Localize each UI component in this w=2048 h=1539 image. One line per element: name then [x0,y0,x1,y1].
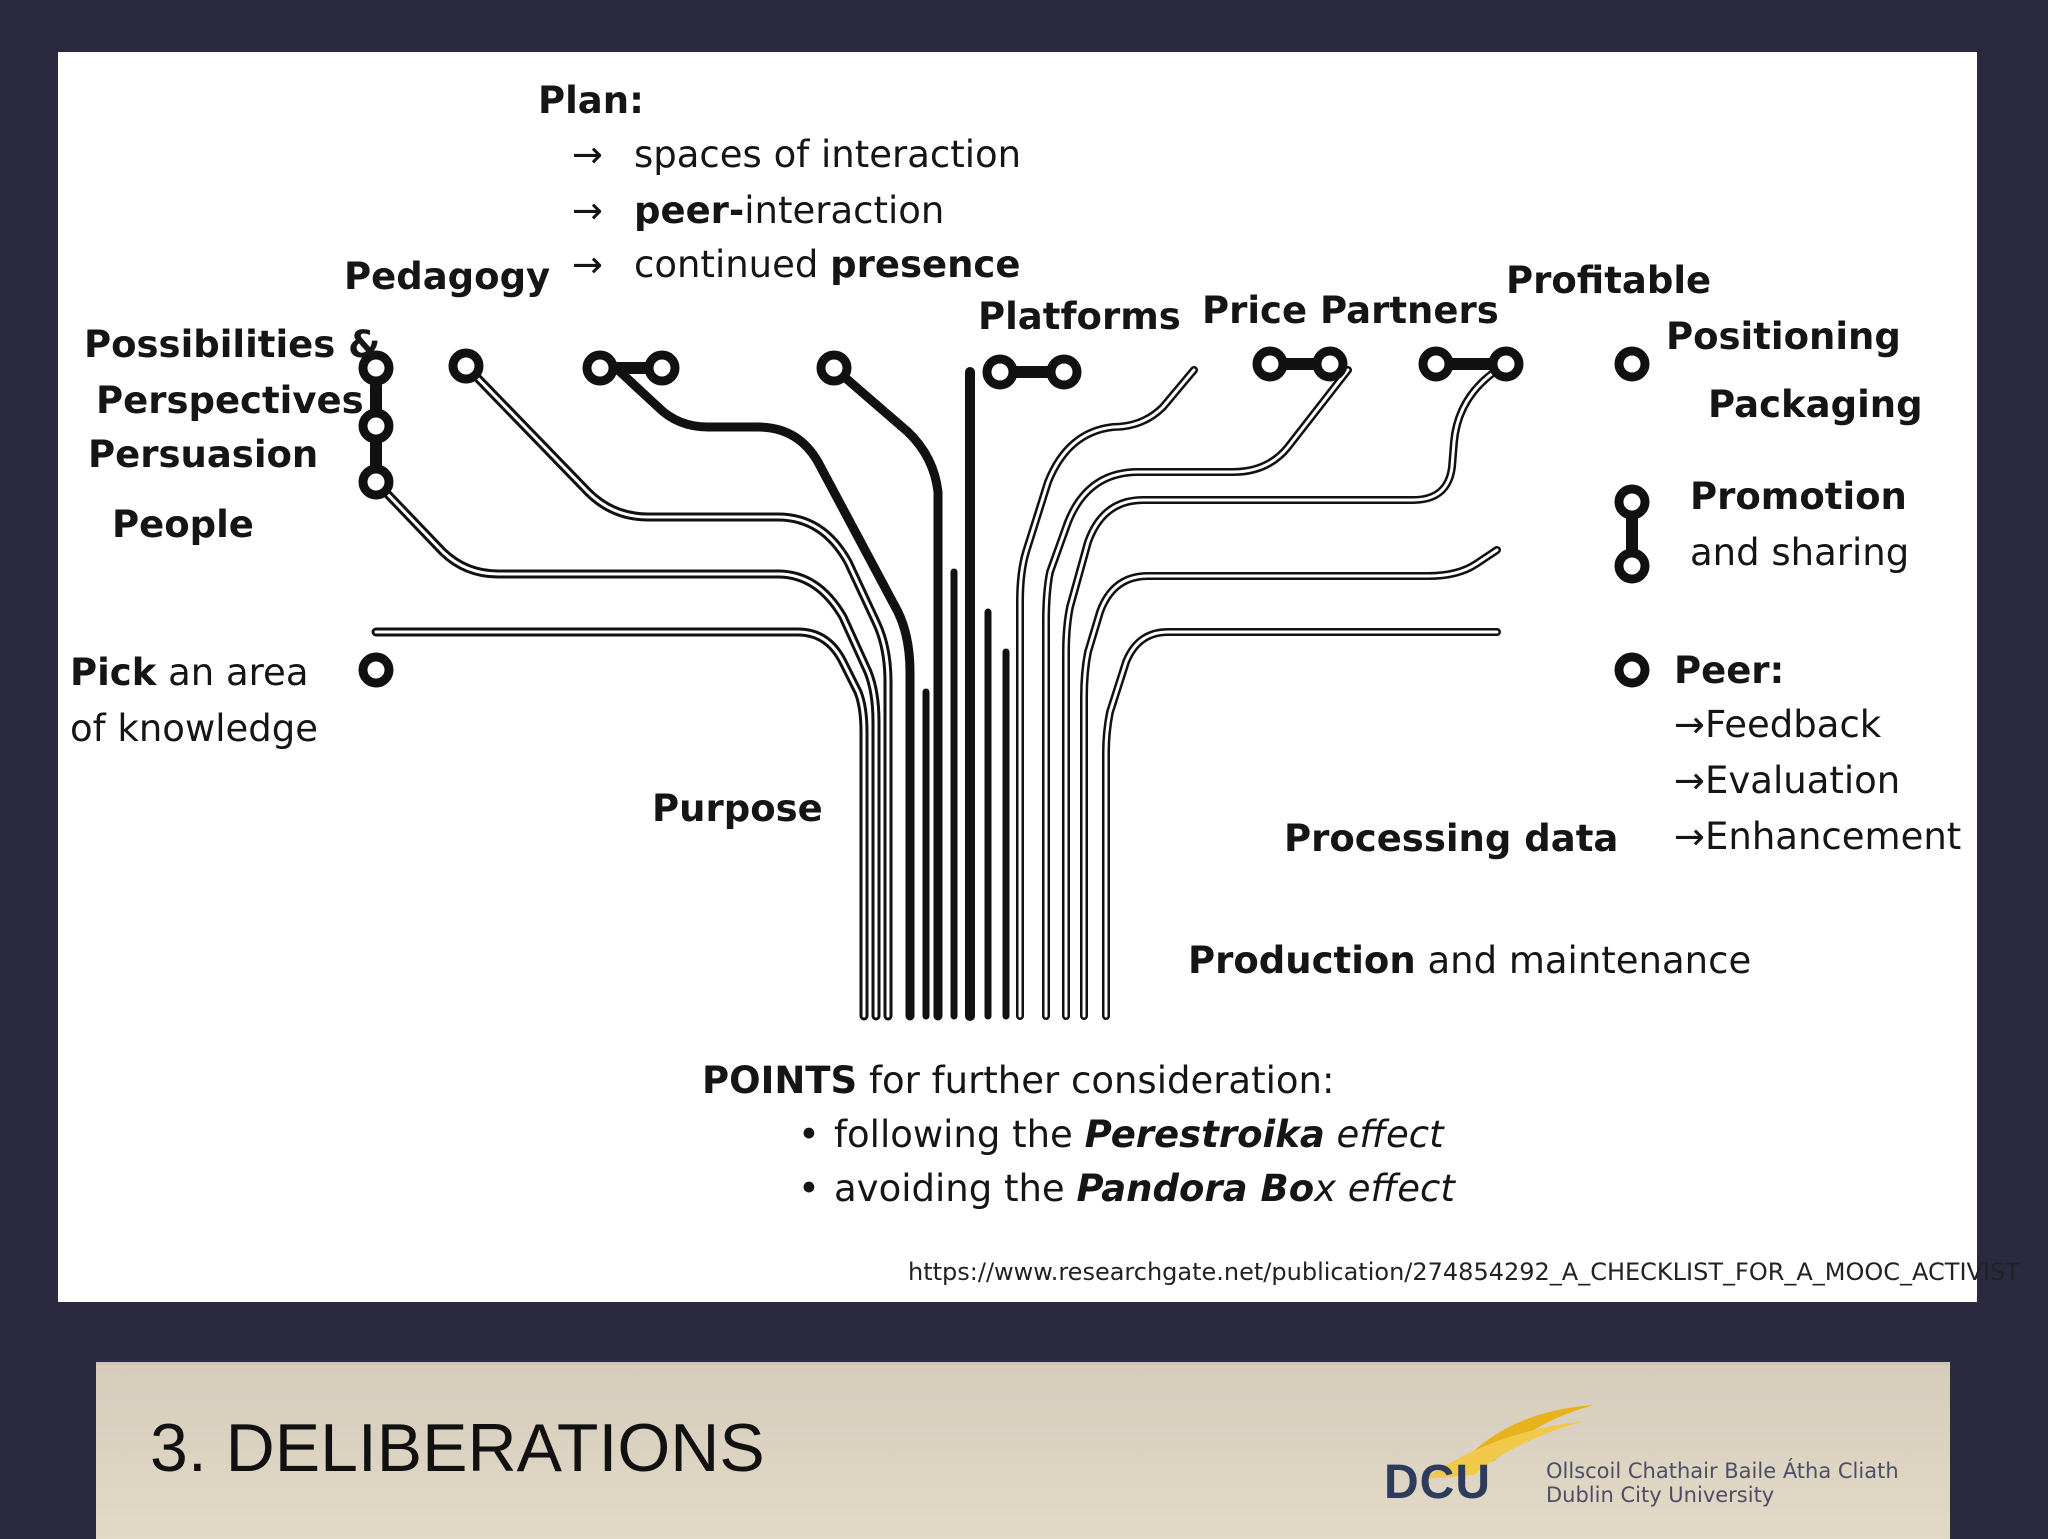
peer-title: Peer: [1674,649,1785,692]
arrow-icon: → [1674,815,1706,858]
wire-pedagogy [461,361,893,1021]
points-title: POINTS for further consideration: [702,1059,1335,1102]
node-possibilities-3 [358,464,394,500]
wire-partners [1042,366,1352,1020]
points-item-2: •avoiding the Pandora Box effect [798,1166,1455,1212]
label-pick: Pick an area [70,651,309,694]
label-profitable: Profitable [1506,259,1712,302]
node-promotion-2 [1614,548,1650,584]
plan-title: Plan: [538,79,644,122]
node-plan-3 [816,350,852,386]
source-url: https://www.researchgate.net/publication… [908,1258,2020,1286]
bullet-icon: • [798,1167,820,1210]
label-price: Price [1202,289,1308,332]
node-pick [358,652,394,688]
label-pick-line2: of knowledge [70,707,318,750]
peer-item-3: →Enhancement [1674,815,1962,858]
circuit-tree-diagram [358,346,1650,1021]
node-price-2 [1312,346,1348,382]
footer-bar: 3. DELIBERATIONS DCU Ollscoil Chathair B… [96,1362,1950,1539]
node-platforms-1 [982,354,1018,390]
plan-item-2: →peer-interaction [572,188,944,234]
peer-item-1: →Feedback [1674,703,1882,746]
arrow-icon: → [572,189,604,232]
node-plan-1 [582,350,618,386]
plan-item-3: →continued presence [572,242,1020,288]
node-peer [1614,652,1650,688]
label-partners: Partners [1320,289,1499,332]
node-partners-1 [1418,346,1454,382]
label-packaging: Packaging [1708,383,1923,426]
label-perspectives: Perspectives [96,379,364,422]
logo-swoosh-lower [1424,1421,1584,1479]
label-promotion: Promotion [1690,475,1907,518]
dcu-logo-swoosh-icon [1424,1405,1594,1479]
node-positioning [1614,346,1650,382]
node-platforms-2 [1046,354,1082,390]
peer-item-2: →Evaluation [1674,759,1901,802]
label-possibilities: Possibilities & [84,323,381,366]
wire-possibilities [371,477,881,1021]
wire-plan-1 [611,363,915,1021]
label-people: People [112,503,254,546]
dcu-logo-letters: DCU [1384,1456,1491,1509]
arrow-icon: → [1674,759,1706,802]
node-price-1 [1252,346,1288,382]
node-possibilities-1 [358,350,394,386]
label-production: Production and maintenance [1188,939,1752,982]
slide-panel: Plan: →spaces of interaction →peer-inter… [58,52,2020,1302]
node-possibilities-2 [358,408,394,444]
wire-positioning [1062,366,1501,1020]
dcu-irish-name: Ollscoil Chathair Baile Átha Cliath [1546,1459,1899,1483]
node-pedagogy [448,348,484,384]
label-platforms: Platforms [978,295,1181,338]
points-item-1: •following the Perestroika effect [798,1112,1444,1158]
label-positioning: Positioning [1666,315,1901,358]
wire-plan-2 [829,363,943,1021]
dcu-english-name: Dublin City University [1546,1483,1775,1507]
arrow-icon: → [572,133,604,176]
label-purpose: Purpose [652,787,823,830]
arrow-icon: → [1674,703,1706,746]
label-processing: Processing data [1284,817,1619,860]
arrow-icon: → [572,243,604,286]
node-partners-2 [1488,346,1524,382]
slide-title: 3. DELIBERATIONS [150,1410,765,1486]
node-plan-2 [644,350,680,386]
node-promotion-1 [1614,484,1650,520]
plan-item-1: →spaces of interaction [572,132,1021,178]
bullet-icon: • [798,1113,820,1156]
label-pedagogy: Pedagogy [344,255,551,298]
label-promotion-rest: and sharing [1690,531,1910,574]
label-persuasion: Persuasion [88,433,319,476]
